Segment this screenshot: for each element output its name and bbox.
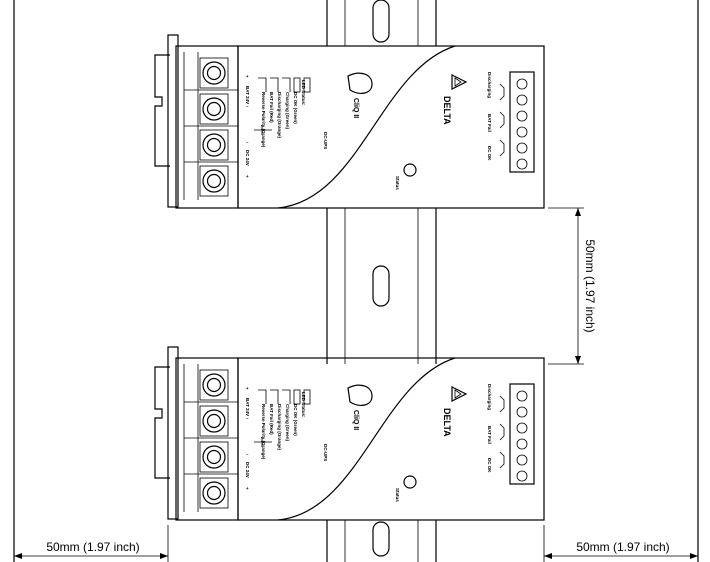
- ups-module-bottom: DC-UPS LED Status: DC OK (Green) Chargin…: [154, 346, 545, 521]
- right-clearance-dimension: 50mm (1.97 inch): [543, 525, 699, 562]
- left-clearance-dimension: 50mm (1.97 inch): [13, 525, 169, 562]
- led-item: DC OK (Green): [293, 92, 298, 124]
- brand-logo: DELTA: [442, 96, 452, 125]
- series-logo: CliQ II: [352, 98, 359, 118]
- dc-terminal-label: DC 24V: [245, 150, 250, 166]
- plus-sign: +: [246, 174, 249, 179]
- vertical-spacing-label: 50mm (1.97 inch): [583, 239, 597, 332]
- right-clearance-label: 50mm (1.97 inch): [576, 540, 669, 554]
- model-label: DC-UPS: [323, 444, 328, 461]
- minus-sign: –: [246, 104, 249, 109]
- led-item: BAT Fail (Red): [269, 404, 274, 435]
- plus-sign: +: [246, 486, 249, 491]
- din-rail: [326, 0, 437, 562]
- status-label: Status: [395, 488, 400, 502]
- plus-sign: +: [246, 386, 249, 391]
- minus-sign: –: [246, 416, 249, 421]
- dc-terminal-label: DC 24V: [245, 462, 250, 478]
- plus-sign: +: [246, 74, 249, 79]
- led-item: Reverse Polarity (Orange): [261, 404, 266, 460]
- led-status-title: LED Status:: [301, 80, 306, 106]
- led-status-title: LED Status:: [301, 392, 306, 418]
- minus-sign: –: [246, 140, 249, 145]
- brand-logo: DELTA: [442, 408, 452, 437]
- relay-label: DC OK: [487, 458, 492, 473]
- led-item: Charging (Green): [285, 404, 290, 442]
- rail-slot: [372, 521, 390, 557]
- led-item: Charging (Green): [285, 92, 290, 130]
- vertical-spacing-dimension: 50mm (1.97 inch): [548, 207, 597, 365]
- minus-sign: –: [246, 452, 249, 457]
- series-logo: CliQ II: [352, 410, 359, 430]
- led-item: Reverse Polarity (Orange): [261, 92, 266, 148]
- led-item: Discharging (Orange): [277, 404, 282, 451]
- relay-label: Discharging: [487, 72, 492, 98]
- rail-slot: [372, 0, 390, 43]
- model-label: DC-UPS: [323, 132, 328, 149]
- bat-terminal-label: BAT 24V: [245, 398, 250, 416]
- led-item: BAT Fail (Red): [269, 92, 274, 123]
- relay-label: DC OK: [487, 146, 492, 161]
- led-item: DC OK (Green): [293, 404, 298, 436]
- left-clearance-label: 50mm (1.97 inch): [46, 540, 139, 554]
- rail-slot: [372, 265, 390, 307]
- led-item: Discharging (Orange): [277, 92, 282, 139]
- relay-label: Discharging: [487, 384, 492, 410]
- status-label: Status: [395, 176, 400, 190]
- bat-terminal-label: BAT 24V: [245, 86, 250, 104]
- relay-label: BAT Fail: [487, 114, 492, 132]
- relay-label: BAT Fail: [487, 426, 492, 444]
- ups-module-top: DC-UPS LED Status: DC OK (Green) Chargin…: [154, 34, 545, 209]
